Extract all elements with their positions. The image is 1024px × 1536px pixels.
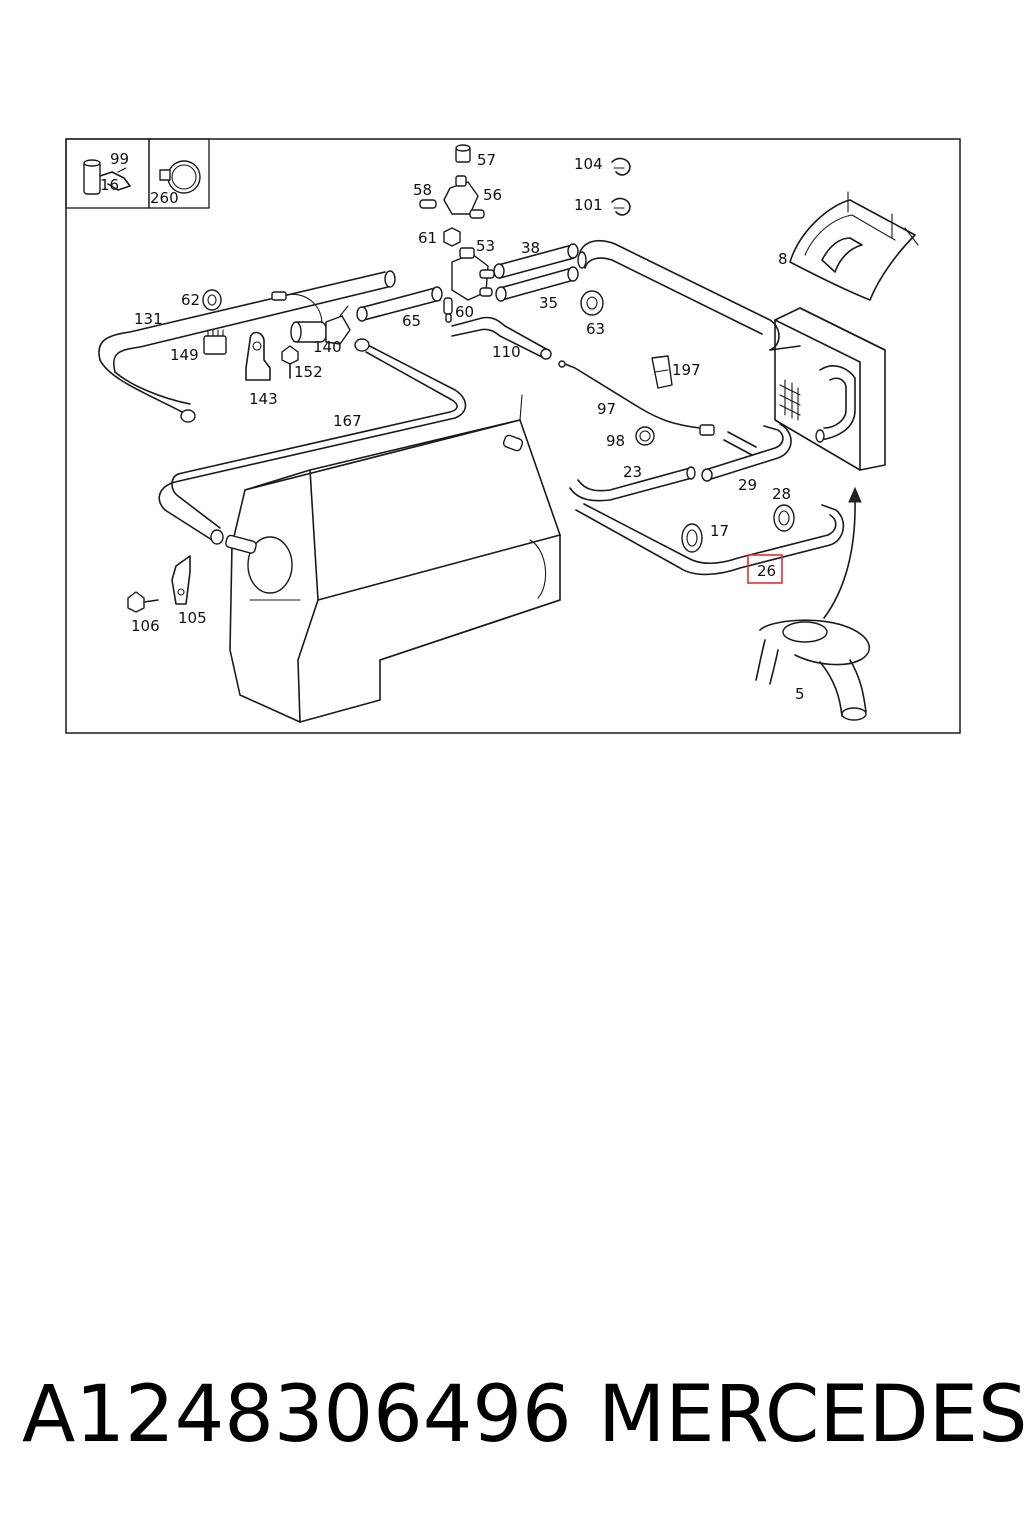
callout-140: 140 [313, 338, 342, 356]
callout-110: 110 [492, 343, 521, 361]
clip-101 [611, 197, 631, 216]
callout-62: 62 [181, 291, 200, 309]
callout-23: 23 [623, 463, 642, 481]
callout-197: 197 [672, 361, 701, 379]
part-number-text: A1248306496 [22, 1370, 572, 1460]
callout-65: 65 [402, 312, 421, 330]
clip-197 [651, 355, 673, 389]
valve-53 [451, 247, 495, 301]
callout-61: 61 [418, 229, 437, 247]
nut-61 [443, 227, 461, 247]
callout-105: 105 [178, 609, 207, 627]
fitting-60 [443, 297, 453, 323]
callout-149: 149 [170, 346, 199, 364]
callout-58: 58 [413, 181, 432, 199]
heater-shroud [789, 191, 919, 301]
fitting-58 [419, 199, 437, 209]
callout-56: 56 [483, 186, 502, 204]
callout-35: 35 [539, 294, 558, 312]
callout-26: 26 [757, 562, 776, 580]
callout-16: 16 [100, 176, 119, 194]
cylinder-clip-part [83, 159, 131, 195]
heater-feed-hose [577, 239, 801, 351]
callout-97: 97 [597, 400, 616, 418]
callout-5: 5 [795, 685, 805, 703]
callout-143: 143 [249, 390, 278, 408]
grommet-98 [635, 426, 655, 446]
parts-diagram: 99 16 260 57 58 56 61 53 104 101 8 38 35… [65, 138, 961, 734]
relay-149 [203, 329, 227, 355]
bolt-152 [281, 345, 299, 379]
callout-17: 17 [710, 522, 729, 540]
bracket-105 [171, 555, 191, 605]
engine-block [229, 394, 561, 723]
grommet-17 [681, 523, 703, 553]
hose-clamp-part [159, 160, 201, 194]
duct-5 [755, 619, 871, 721]
callout-57: 57 [477, 151, 496, 169]
bolt-106 [127, 591, 159, 613]
cable-97 [558, 360, 715, 436]
callout-101: 101 [574, 196, 603, 214]
hose-35 [495, 266, 579, 302]
valve-56 [443, 175, 485, 219]
callout-106: 106 [131, 617, 160, 635]
grommet-62 [202, 289, 222, 311]
callout-38: 38 [521, 239, 540, 257]
diagram-frame [65, 138, 961, 734]
callout-152: 152 [294, 363, 323, 381]
callout-104: 104 [574, 155, 603, 173]
hose-167 [158, 338, 467, 554]
highlight-box [747, 554, 783, 584]
cap-57 [455, 144, 471, 163]
callout-99: 99 [110, 150, 129, 168]
callout-28: 28 [772, 485, 791, 503]
callout-98: 98 [606, 432, 625, 450]
pump-140 [271, 291, 351, 345]
hose-26 [575, 503, 845, 576]
inset-box-right [148, 138, 210, 209]
callout-63: 63 [586, 320, 605, 338]
callout-131: 131 [134, 310, 163, 328]
hose-65 [356, 286, 443, 322]
heater-core [774, 307, 886, 471]
callout-29: 29 [738, 476, 757, 494]
hose-23 [569, 466, 696, 502]
hose-110 [451, 316, 552, 360]
clip-104 [611, 157, 631, 176]
assembly-arrow [823, 486, 862, 619]
hose-29 [701, 423, 792, 482]
hose-38 [493, 243, 579, 279]
grommet-28 [773, 504, 795, 532]
hose-131 [98, 270, 396, 423]
brand-text: MERCEDES [598, 1370, 1024, 1460]
callout-60: 60 [455, 303, 474, 321]
callout-167: 167 [333, 412, 362, 430]
grommet-63 [580, 290, 604, 316]
bracket-143 [245, 331, 271, 381]
callout-260: 260 [150, 189, 179, 207]
callout-8: 8 [778, 250, 788, 268]
callout-53: 53 [476, 237, 495, 255]
